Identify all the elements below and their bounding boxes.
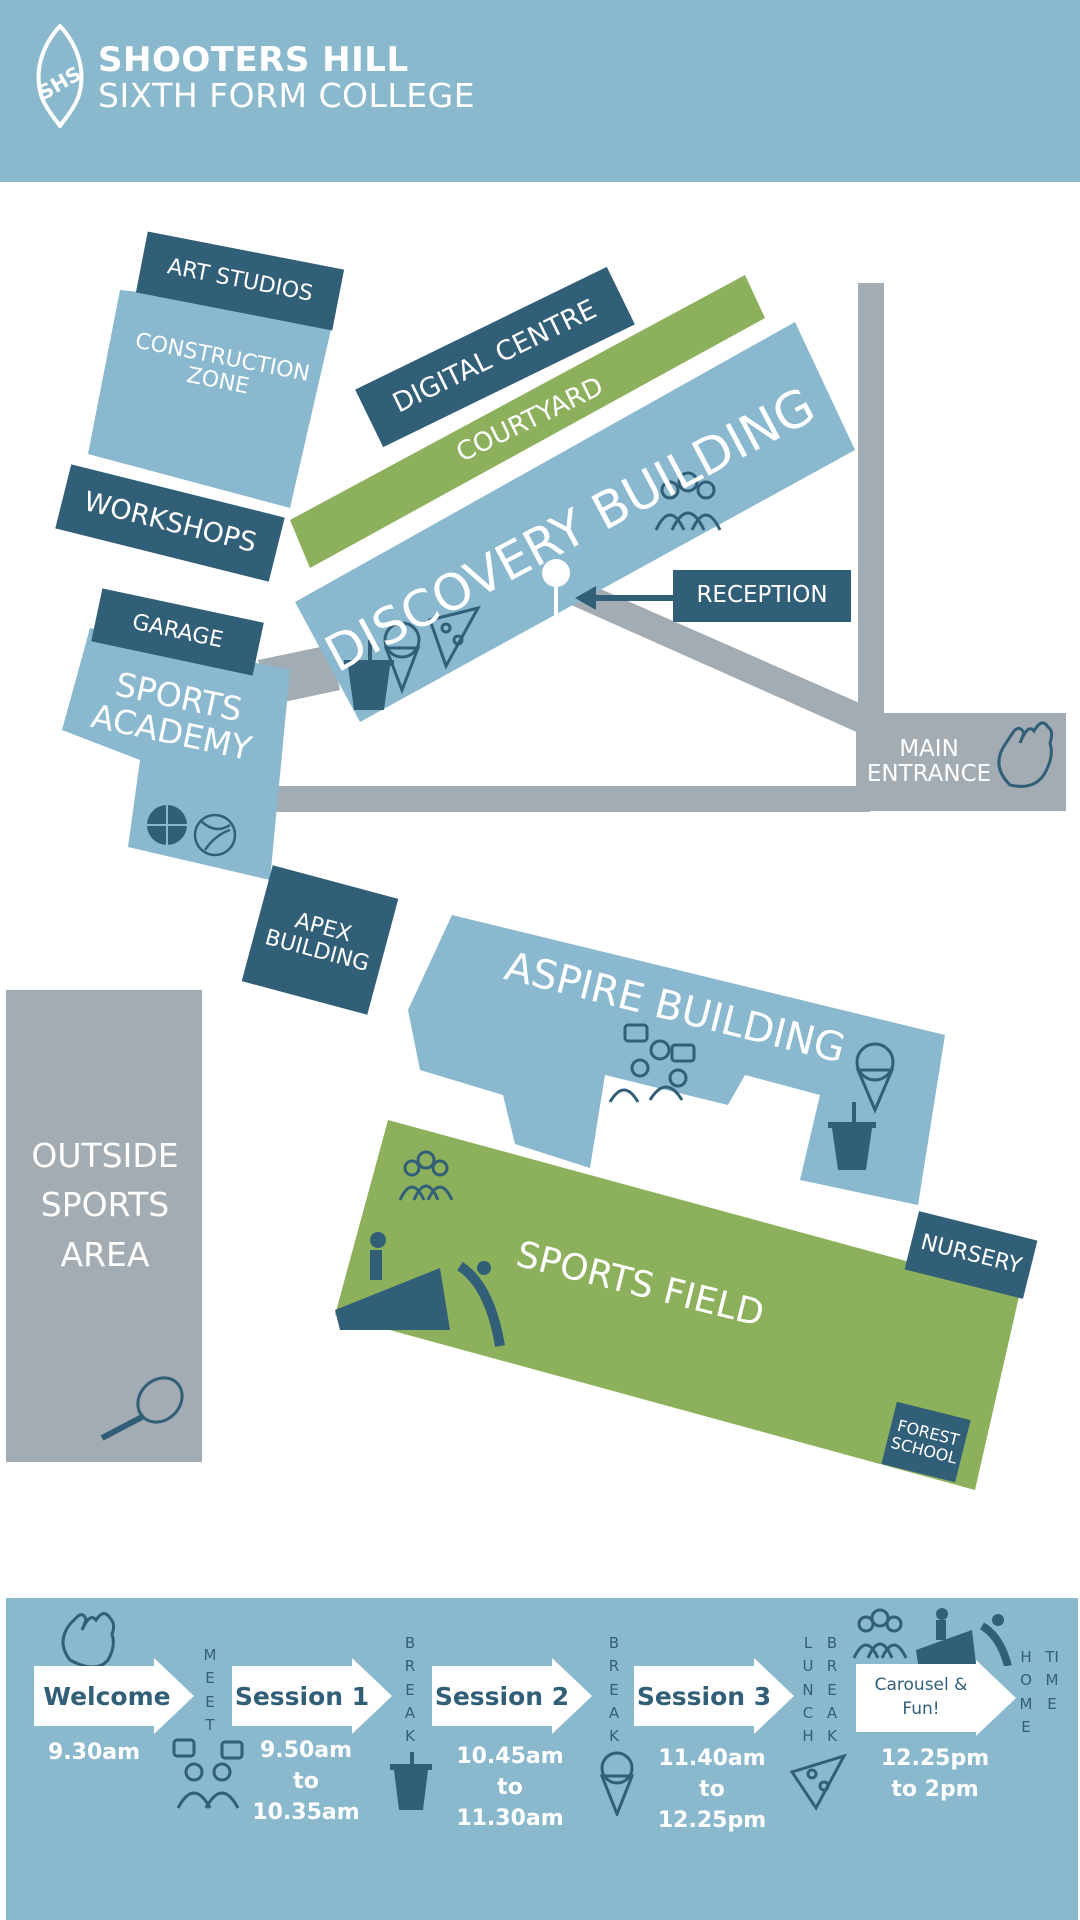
session1-label: Session 1: [234, 1681, 370, 1711]
leaf-logo-icon: SHS: [34, 24, 85, 128]
path-east: [858, 283, 884, 713]
session1-to: to: [293, 1768, 319, 1794]
carousel-start: 12.25pm: [880, 1746, 990, 1771]
path-reception: [560, 580, 880, 738]
drink-cup-icon: [344, 640, 394, 710]
volleyball-icon: [193, 813, 237, 857]
header-banner: [0, 0, 1080, 182]
session3-label: Session 3: [636, 1681, 772, 1711]
waving-hand-icon: [997, 721, 1054, 788]
drink-cup-icon-aspire: [828, 1102, 876, 1170]
session1-start: 9.50am: [259, 1738, 353, 1763]
pizza-slice-icon-schedule: [789, 1753, 848, 1811]
courtyard-strip: [290, 275, 765, 568]
people-group-icon: [654, 471, 722, 531]
session3-start: 11.40am: [658, 1746, 766, 1771]
carousel-end: to 2pm: [891, 1776, 979, 1802]
college-subtitle: SIXTH FORM COLLEGE: [98, 76, 476, 115]
people-group-icon-schedule: [852, 1608, 908, 1659]
session1-time: 9.50am to 10.35am: [246, 1736, 366, 1828]
carousel-arrow: Carousel & Fun!: [856, 1660, 1016, 1736]
session3-arrow: Session 3: [634, 1658, 794, 1734]
session3-end: 12.25pm: [657, 1807, 767, 1833]
session2-to: to: [497, 1774, 523, 1800]
discovery-building-shape: [295, 322, 855, 722]
ice-cream-icon: [383, 621, 421, 695]
playground-icon: [335, 1232, 505, 1347]
session2-arrow: Session 2: [432, 1658, 592, 1734]
lunch-text: LUNCH: [802, 1634, 814, 1745]
outside-sports-area-shape: [6, 990, 202, 1462]
basketball-icon: [147, 805, 187, 845]
drink-cup-icon-schedule: [390, 1752, 432, 1810]
break1-text: BREAK: [404, 1634, 416, 1745]
session1-end: 10.35am: [252, 1799, 360, 1825]
reception-label[interactable]: RECEPTION: [673, 570, 851, 622]
carousel-time: 12.25pm to 2pm: [870, 1744, 1000, 1806]
sports-field-shape: [335, 1120, 1020, 1490]
session2-label: Session 2: [434, 1681, 570, 1711]
session1-arrow: Session 1: [232, 1658, 392, 1734]
path-south: [250, 786, 870, 812]
tennis-racket-icon: [100, 1376, 184, 1441]
waving-hand-icon-schedule: [61, 1612, 116, 1669]
welcome-arrow: Welcome: [34, 1658, 194, 1734]
meeting-chat-icon: [608, 1023, 696, 1103]
people-group-icon-field: [398, 1150, 454, 1201]
construction-zone-shape: [88, 290, 335, 508]
ice-cream-icon-schedule: [599, 1751, 635, 1816]
session2-time: 10.45am to 11.30am: [450, 1742, 570, 1834]
carousel-label-line2: Fun!: [902, 1699, 940, 1719]
carousel-label: Carousel & Fun!: [856, 1660, 986, 1736]
campus-map: [6, 275, 1066, 1490]
outside-sports-area-label[interactable]: OUTSIDE SPORTS AREA: [31, 1135, 179, 1274]
meeting-chat-icon-schedule: [172, 1738, 244, 1809]
location-pin-icon: [542, 559, 571, 618]
playground-icon-schedule: [916, 1608, 1012, 1666]
meet-text: MEET: [203, 1646, 217, 1734]
college-title: SHOOTERS HILL: [98, 40, 409, 80]
session2-end: 11.30am: [456, 1805, 564, 1831]
break2-text: BREAK: [608, 1634, 620, 1745]
session3-to: to: [699, 1776, 725, 1802]
sports-academy-shape: [62, 628, 290, 880]
home-text: HOME: [1019, 1648, 1033, 1736]
ice-cream-icon-aspire: [855, 1042, 895, 1114]
reception-arrow-head: [575, 586, 596, 610]
welcome-time: 9.30am: [47, 1740, 141, 1765]
break3-text: BREAK: [826, 1634, 838, 1745]
schedule-panel: [6, 1598, 1078, 1920]
session2-start: 10.45am: [456, 1744, 564, 1769]
session3-time: 11.40am to 12.25pm: [652, 1744, 772, 1836]
welcome-label: Welcome: [43, 1681, 171, 1711]
carousel-label-line1: Carousel &: [874, 1675, 968, 1696]
main-entrance-label[interactable]: MAIN ENTRANCE: [866, 735, 992, 787]
home-time-text: TIME: [1045, 1648, 1059, 1713]
pizza-slice-icon: [428, 605, 481, 670]
